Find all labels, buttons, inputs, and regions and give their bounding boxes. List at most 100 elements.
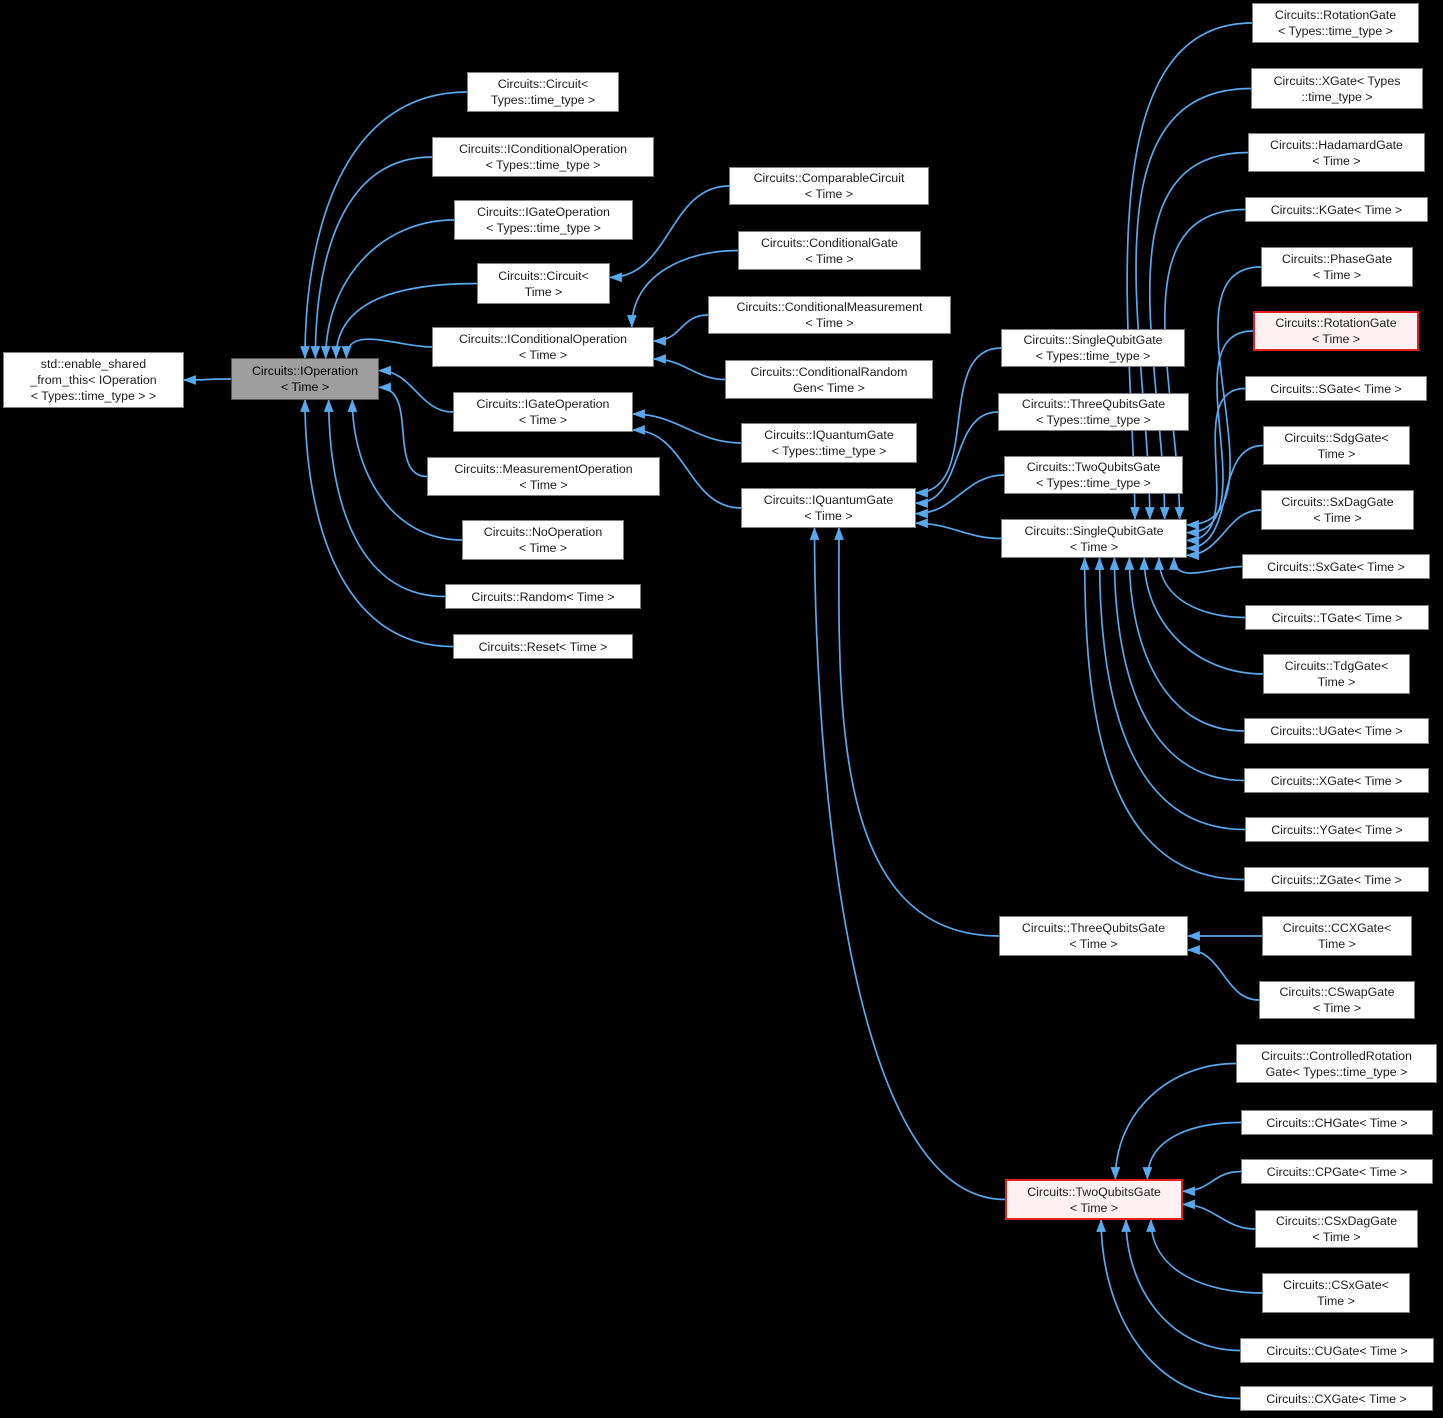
- inheritance-edge-xg-to-sqg_t: [1109, 556, 1245, 782]
- class-node-label-line: Circuits::SxDagGate: [1281, 495, 1394, 509]
- class-node-tqg3_t[interactable]: Circuits::ThreeQubitsGate< Time >: [999, 916, 1188, 956]
- class-node-label-line: Circuits::CSxGate<: [1283, 1278, 1389, 1292]
- inheritance-edge-tg-to-sqg_t: [1154, 556, 1246, 619]
- inheritance-edge-crand-to-ico_t: [652, 354, 726, 381]
- class-node-csx[interactable]: Circuits::CSxGate<Time >: [1262, 1273, 1410, 1313]
- class-node-label-line: Circuits::KGate< Time >: [1270, 202, 1403, 217]
- class-node-tdg[interactable]: Circuits::TdgGate<Time >: [1263, 654, 1410, 694]
- class-node-label-line: Circuits::CCXGate<: [1282, 921, 1392, 935]
- class-node-tqg3_tt[interactable]: Circuits::ThreeQubitsGate< Types::time_t…: [998, 393, 1189, 431]
- class-node-tqg2_tt[interactable]: Circuits::TwoQubitsGate< Types::time_typ…: [1004, 456, 1183, 494]
- class-node-label-line: Circuits::ThreeQubitsGate: [1021, 921, 1166, 935]
- class-node-igo_tt[interactable]: Circuits::IGateOperation< Types::time_ty…: [454, 200, 633, 240]
- inheritance-edge-rot_t-to-sqg_t: [1185, 330, 1254, 538]
- class-node-label-line: Circuits::HadamardGate: [1270, 137, 1403, 152]
- class-node-ico_tt[interactable]: Circuits::IConditionalOperation< Types::…: [432, 137, 654, 177]
- class-node-comp[interactable]: Circuits::ComparableCircuit< Time >: [729, 167, 929, 205]
- inheritance-edge-sxd-to-sqg_t: [1185, 509, 1262, 561]
- class-node-csxd[interactable]: Circuits::CSxDagGate< Time >: [1255, 1210, 1418, 1248]
- class-node-label-line: < Time >: [1311, 332, 1361, 346]
- class-node-ph[interactable]: Circuits::PhaseGate< Time >: [1261, 247, 1413, 287]
- class-node-label-line: Circuits::IGateOperation: [477, 205, 610, 219]
- inheritance-edge-iop-to-ess: [182, 375, 232, 385]
- class-node-cp[interactable]: Circuits::CPGate< Time >: [1241, 1159, 1433, 1184]
- class-node-label-line: Circuits::TwoQubitsGate: [1026, 460, 1161, 474]
- class-node-label-line: Circuits::TGate< Time >: [1271, 610, 1403, 625]
- class-node-zg[interactable]: Circuits::ZGate< Time >: [1244, 867, 1429, 892]
- class-node-ug[interactable]: Circuits::UGate< Time >: [1244, 718, 1429, 744]
- class-node-ico_t[interactable]: Circuits::IConditionalOperation< Time >: [432, 327, 654, 367]
- inheritance-edge-csx-to-tqg2_t: [1146, 1218, 1263, 1294]
- class-node-label-line: Circuits::ThreeQubitsGate: [1021, 397, 1166, 411]
- class-node-had[interactable]: Circuits::HadamardGate< Time >: [1248, 133, 1425, 172]
- class-node-label-line: Circuits::RotationGate: [1274, 8, 1397, 22]
- class-node-label-line: Circuits::TdgGate<: [1284, 659, 1389, 673]
- class-node-cu[interactable]: Circuits::CUGate< Time >: [1240, 1338, 1434, 1363]
- class-node-label-line: < Time >: [518, 413, 568, 427]
- class-node-label-line: Circuits::CPGate< Time >: [1266, 1164, 1408, 1179]
- class-node-iqg_tt[interactable]: Circuits::IQuantumGate< Types::time_type…: [741, 423, 917, 463]
- class-node-igo_t[interactable]: Circuits::IGateOperation< Time >: [453, 392, 633, 432]
- class-node-sqg_t[interactable]: Circuits::SingleQubitGate< Time >: [1001, 519, 1187, 558]
- class-node-label-line: Circuits::ComparableCircuit: [753, 171, 905, 185]
- class-node-label-line: < Time >: [280, 380, 330, 394]
- class-node-tqg2_t[interactable]: Circuits::TwoQubitsGate< Time >: [1005, 1179, 1183, 1220]
- class-node-c_tt[interactable]: Circuits::Circuit<Types::time_type >: [467, 72, 619, 112]
- inheritance-edge-ch-to-tqg2_t: [1142, 1121, 1242, 1181]
- inheritance-edge-tqg3_tt-to-iqg_t: [914, 411, 999, 509]
- inheritance-edge-crot-to-tqg2_t: [1110, 1062, 1237, 1181]
- class-node-sqg_tt[interactable]: Circuits::SingleQubitGate< Types::time_t…: [1001, 329, 1185, 367]
- class-node-yg[interactable]: Circuits::YGate< Time >: [1245, 817, 1429, 842]
- class-node-label-line: Time >: [524, 284, 563, 299]
- class-node-label-line: Types::time_type >: [490, 93, 596, 107]
- class-node-rot_t[interactable]: Circuits::RotationGate< Time >: [1253, 311, 1419, 351]
- class-node-kg[interactable]: Circuits::KGate< Time >: [1245, 197, 1428, 222]
- inheritance-edge-comp-to-c_t: [608, 185, 730, 283]
- class-node-cx[interactable]: Circuits::CXGate< Time >: [1240, 1386, 1433, 1411]
- class-node-label-line: < Types::time_type >: [485, 158, 601, 172]
- class-node-sdg[interactable]: Circuits::SdgGate<Time >: [1263, 426, 1410, 465]
- class-node-label-line: < Types::time_type >: [1036, 413, 1151, 427]
- class-node-cmeas[interactable]: Circuits::ConditionalMeasurement< Time >: [708, 296, 951, 334]
- class-node-c_t[interactable]: Circuits::Circuit<Time >: [477, 263, 610, 304]
- class-node-label-line: Circuits::Random< Time >: [471, 589, 615, 604]
- class-node-label-line: < Time >: [518, 541, 568, 555]
- class-node-cswap[interactable]: Circuits::CSwapGate< Time >: [1259, 981, 1415, 1019]
- class-node-iop: Circuits::IOperation< Time >: [231, 358, 379, 400]
- class-node-label-line: Circuits::RotationGate: [1275, 316, 1397, 330]
- class-node-ccx[interactable]: Circuits::CCXGate<Time >: [1262, 916, 1412, 956]
- inheritance-edge-ico_t-to-iop: [341, 338, 433, 360]
- class-node-noop[interactable]: Circuits::NoOperation< Time >: [462, 520, 624, 560]
- class-node-label-line: < Time >: [1069, 1200, 1119, 1215]
- class-node-sg[interactable]: Circuits::SGate< Time >: [1245, 376, 1427, 401]
- class-node-label-line: < Time >: [1069, 937, 1118, 951]
- class-node-sxd[interactable]: Circuits::SxDagGate< Time >: [1261, 490, 1414, 530]
- class-node-label-line: < Time >: [519, 477, 568, 492]
- inheritance-edge-cmeas-to-ico_t: [652, 314, 709, 346]
- class-node-tg[interactable]: Circuits::TGate< Time >: [1245, 605, 1429, 630]
- class-node-meas[interactable]: Circuits::MeasurementOperation< Time >: [427, 457, 660, 496]
- class-node-label-line: Time >: [1317, 1294, 1355, 1308]
- class-node-cgate[interactable]: Circuits::ConditionalGate< Time >: [738, 231, 921, 270]
- inheritance-edge-tdg-to-sqg_t: [1139, 556, 1264, 675]
- class-node-label-line: _from_this< IOperation: [30, 373, 157, 387]
- class-node-ch[interactable]: Circuits::CHGate< Time >: [1241, 1110, 1433, 1135]
- inheritance-edge-x_tt-to-sqg_t: [1135, 87, 1252, 521]
- class-node-label-line: Circuits::YGate< Time >: [1271, 822, 1403, 837]
- class-node-label-line: Gen< Time >: [793, 380, 865, 395]
- class-node-label-line: Circuits::ControlledRotation: [1261, 1048, 1412, 1063]
- class-node-iqg_t[interactable]: Circuits::IQuantumGate< Time >: [741, 488, 916, 528]
- inheritance-edge-cswap-to-tqg3_t: [1186, 945, 1260, 1001]
- class-node-rand[interactable]: Circuits::Random< Time >: [445, 584, 641, 609]
- class-node-xg[interactable]: Circuits::XGate< Time >: [1244, 768, 1429, 793]
- class-node-label-line: < Types::time_type >: [1278, 24, 1393, 38]
- inheritance-edge-ico_tt-to-iop: [310, 156, 433, 360]
- class-node-rot_tt[interactable]: Circuits::RotationGate< Types::time_type…: [1252, 3, 1419, 43]
- class-node-label-line: Circuits::Circuit<: [498, 268, 589, 283]
- class-node-reset[interactable]: Circuits::Reset< Time >: [453, 634, 633, 659]
- class-node-x_tt[interactable]: Circuits::XGate< Types::time_type >: [1251, 68, 1423, 109]
- class-node-label-line: < Time >: [1312, 1001, 1362, 1015]
- class-node-sx[interactable]: Circuits::SxGate< Time >: [1242, 554, 1430, 579]
